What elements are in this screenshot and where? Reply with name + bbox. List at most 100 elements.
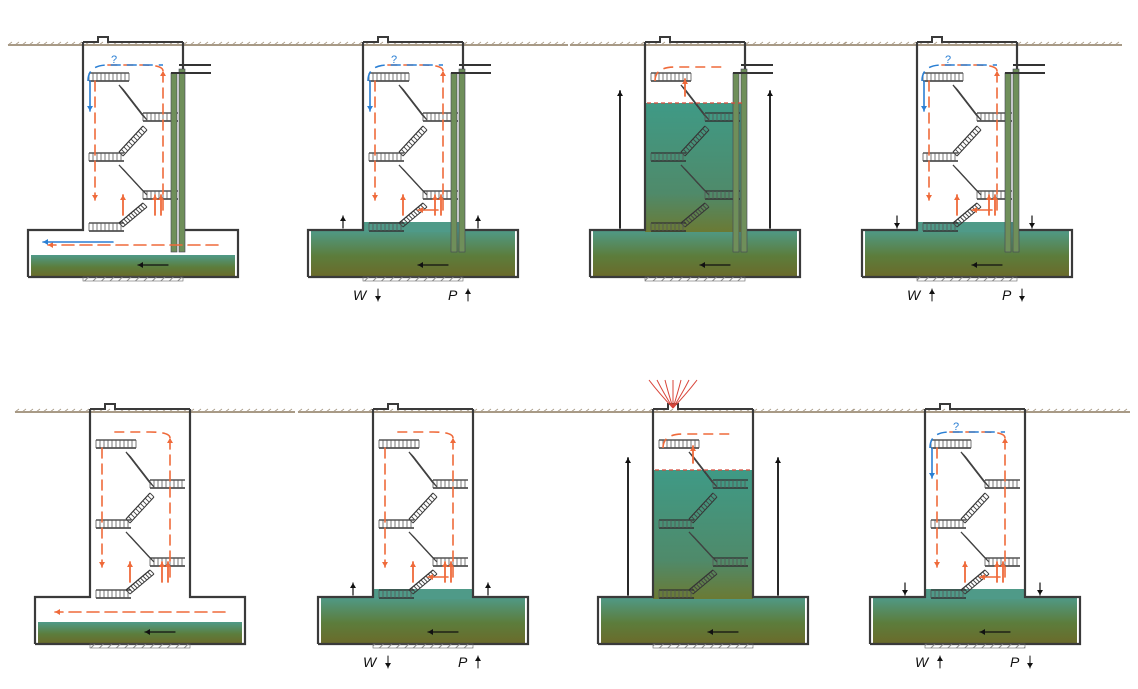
airflow-small-up-1-head — [120, 195, 126, 200]
smoke-plume — [672, 379, 690, 409]
flight-1-step — [417, 109, 423, 115]
flight-2-step — [128, 141, 133, 146]
flight-4-step — [422, 202, 428, 208]
flight-1-step — [971, 109, 977, 115]
question-mark-icon: ? — [945, 54, 951, 66]
ground-hatch — [388, 408, 394, 413]
flight-2-step — [710, 495, 715, 500]
flight-2-step — [699, 130, 705, 136]
level-left-head — [902, 590, 908, 595]
flight-1-step — [125, 451, 131, 457]
ground-hatch — [49, 41, 55, 46]
ground-hatch — [1037, 41, 1043, 46]
ground-hatch — [21, 41, 27, 46]
water-channel — [865, 230, 1069, 277]
ground-hatch — [793, 41, 799, 46]
ground-hatch — [773, 408, 779, 413]
ground-hatch — [1072, 41, 1078, 46]
ground-hatch — [301, 41, 307, 46]
ground-hatch — [196, 41, 202, 46]
base-plate — [89, 643, 191, 649]
ground-hatch — [597, 41, 603, 46]
P-label: P — [458, 654, 468, 670]
airflow-small-up-3-head — [448, 562, 454, 567]
flight-1-step — [959, 93, 965, 99]
ground-hatch — [569, 41, 575, 46]
flight-2-step — [692, 138, 698, 144]
flight-1-step — [967, 460, 973, 466]
flight-2-step — [964, 138, 970, 144]
ground-hatch — [1038, 408, 1044, 413]
flight-4-step — [133, 210, 138, 216]
flight-2-step — [422, 125, 428, 131]
W-direction-arrow-head — [375, 296, 381, 301]
flight-2-step — [132, 510, 138, 516]
level-left-head — [350, 583, 356, 588]
ground-hatch — [507, 408, 513, 413]
ground-hatch — [1086, 41, 1092, 46]
flight-1-step — [137, 467, 143, 472]
airflow-small-up-2-head — [994, 562, 1000, 567]
question-mark-icon: ? — [391, 54, 397, 66]
base-plate — [82, 276, 184, 282]
question-mark-icon: ? — [953, 421, 959, 433]
vent-pipe-2 — [178, 68, 186, 253]
base-plate — [644, 276, 746, 282]
P-direction-arrow-head — [475, 656, 481, 661]
ground-hatch — [252, 408, 258, 413]
flight-2-step — [142, 500, 148, 506]
ground-hatch — [869, 41, 875, 46]
ground-hatch — [766, 408, 772, 413]
ground-hatch — [605, 408, 611, 413]
flight-2-step — [403, 146, 409, 152]
ground-hatch — [546, 41, 552, 46]
base-plate — [362, 276, 464, 282]
airflow-down-head — [99, 562, 105, 567]
ground-hatch — [1059, 408, 1065, 413]
flight-4-step — [972, 579, 978, 585]
flight-2-step — [695, 136, 700, 141]
flight-2-step — [423, 503, 428, 508]
ground-hatch — [14, 41, 20, 46]
P-direction-arrow-head — [1027, 663, 1033, 668]
fresh-air-down-head — [87, 106, 93, 111]
flight-1-step — [687, 93, 693, 99]
ground-hatch — [911, 41, 917, 46]
flight-4-step — [695, 210, 700, 216]
ground-hatch — [1031, 408, 1037, 413]
ground-hatch — [897, 41, 903, 46]
flight-2-step — [413, 136, 418, 141]
flight-2-step — [969, 133, 975, 139]
flight-2-step — [971, 130, 977, 136]
flight-4-step — [698, 581, 703, 587]
water-shaft-high — [653, 470, 753, 599]
flight-1-step — [408, 97, 413, 102]
flight-1-step — [149, 482, 155, 488]
flight-1-step — [411, 454, 416, 460]
ground-hatch — [528, 408, 534, 413]
ground-hatch — [1058, 41, 1064, 46]
ground-hatch — [625, 41, 631, 46]
ground-hatch — [612, 408, 618, 413]
ground-hatch — [287, 408, 293, 413]
airflow-top — [110, 431, 171, 439]
ground-hatch — [553, 41, 559, 46]
ground-hatch — [486, 408, 492, 413]
roof-hatch — [925, 403, 1025, 410]
ground-hatch — [336, 41, 342, 46]
flight-2-step — [967, 510, 973, 516]
water-channel — [601, 597, 805, 644]
ground-hatch — [1051, 41, 1057, 46]
flight-1-step — [415, 460, 421, 466]
flight-2-step — [957, 146, 963, 152]
ground-hatch — [800, 41, 806, 46]
W-direction-arrow-head — [937, 656, 943, 661]
ground-hatch — [848, 41, 854, 46]
panel-p8: ? — [849, 403, 1130, 669]
ground-hatch — [304, 408, 310, 413]
P-label: P — [1010, 654, 1020, 670]
ground-hatch — [203, 408, 209, 413]
flight-2-step — [697, 133, 703, 139]
P-direction-arrow-head — [465, 289, 471, 294]
flight-2-step — [703, 503, 708, 508]
